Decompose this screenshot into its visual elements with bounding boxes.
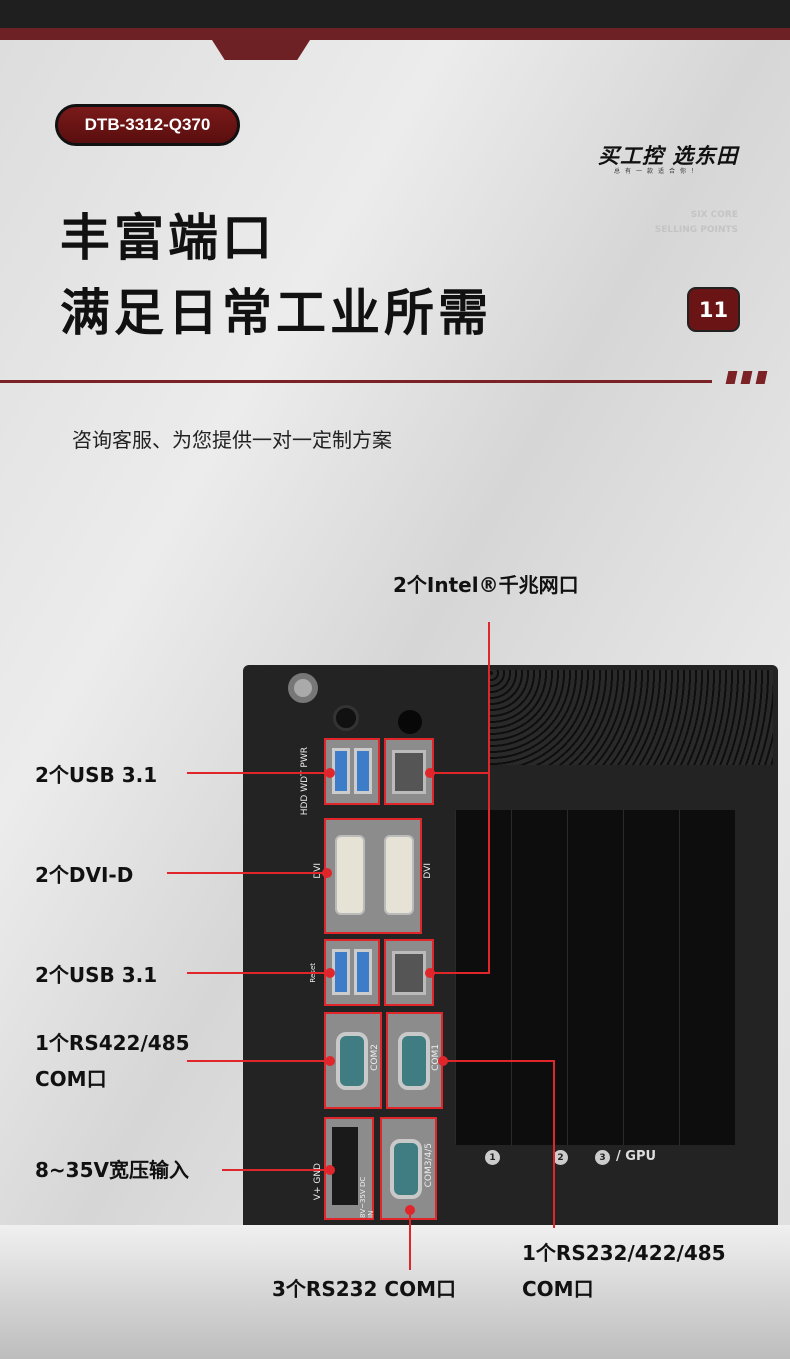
model-badge: DTB-3312-Q370: [55, 104, 240, 146]
six-core-text: SIX CORE SELLING POINTS: [620, 208, 738, 238]
callout-com1-line1: 1个RS232/422/485: [522, 1241, 726, 1265]
com345-label: COM3/4/5: [424, 1143, 434, 1188]
dvi-port: [335, 835, 365, 915]
callout-line: [167, 872, 327, 874]
callout-line: [443, 1060, 555, 1062]
callout-line: [187, 972, 330, 974]
callout-usb-top: 2个USB 3.1: [35, 763, 158, 787]
brand-tagline: 总有一款适合你！: [614, 168, 703, 175]
dc-in-label: 8V~35V DC IN: [359, 1176, 375, 1218]
callout-line: [222, 1169, 330, 1171]
slot-number: 2: [553, 1150, 568, 1165]
dvi-port-group: [324, 818, 422, 934]
callout-rs422-line1: 1个RS422/485: [35, 1031, 190, 1055]
callout-dot: [325, 768, 335, 778]
usb-port: [354, 949, 372, 995]
callout-dot: [325, 1165, 335, 1175]
divider-slash: [740, 371, 753, 384]
db9-connector: [390, 1139, 422, 1199]
top-bar: [0, 0, 790, 28]
brand-logo: 买工控 选东田: [598, 144, 739, 168]
callout-line: [187, 772, 330, 774]
com2-label: COM2: [370, 1044, 380, 1071]
usb-port: [354, 748, 372, 794]
callout-power: 8~35V宽压输入: [35, 1158, 189, 1182]
power-button-icon: [288, 673, 318, 703]
page-title-line1: 丰富端口: [60, 209, 276, 267]
section-number-badge: 11: [687, 287, 740, 332]
dc-power-terminal: 8V~35V DC IN: [324, 1117, 375, 1220]
usb-port-group-bottom: [324, 939, 380, 1006]
callout-line: [488, 774, 490, 974]
dvi-port: [384, 835, 414, 915]
callout-line: [430, 972, 490, 974]
callout-rs422-line2: COM口: [35, 1067, 107, 1091]
callout-line: [553, 1060, 555, 1228]
callout-dot: [425, 768, 435, 778]
callout-dot: [325, 968, 335, 978]
slot-number: 1: [485, 1150, 500, 1165]
slot-number: 3: [595, 1150, 610, 1165]
callout-line: [488, 622, 490, 774]
six-core-line1: SIX CORE: [690, 210, 738, 220]
callout-com1-line2: COM口: [522, 1277, 594, 1301]
slot: [567, 810, 623, 1145]
com1-port: COM1: [386, 1012, 443, 1109]
callout-dot: [325, 1056, 335, 1066]
callout-lan: 2个Intel®千兆网口: [393, 573, 579, 597]
callout-com345: 3个RS232 COM口: [272, 1277, 457, 1301]
terminal-block: [332, 1127, 358, 1205]
com345-port: COM3/4/5: [380, 1117, 437, 1220]
callout-usb-bottom: 2个USB 3.1: [35, 963, 158, 987]
product-image-rear-panel: 1 2 3 / GPU HDD WDT PWR DVI DVI Reset CO…: [243, 665, 778, 1225]
slot: [623, 810, 679, 1145]
callout-line: [430, 772, 490, 774]
slot: [455, 810, 511, 1145]
audio-jack-icon: [333, 705, 359, 731]
gpu-label: / GPU: [616, 1149, 657, 1164]
divider-slash: [755, 371, 768, 384]
divider: [0, 380, 712, 383]
expansion-slots: [455, 810, 735, 1145]
vent-grille: [488, 670, 773, 765]
callout-dot: [322, 868, 332, 878]
callout-dvi: 2个DVI-D: [35, 863, 134, 887]
led-labels: HDD WDT PWR: [300, 747, 310, 816]
subtitle: 咨询客服、为您提供一对一定制方案: [72, 428, 392, 452]
dvi-label: DVI: [423, 863, 433, 879]
page-title-line2: 满足日常工业所需: [60, 284, 492, 342]
antenna-hole: [398, 710, 422, 734]
lan-port-top: [384, 738, 434, 805]
callout-dot: [438, 1056, 448, 1066]
divider-slash: [725, 371, 738, 384]
db9-connector: [398, 1032, 430, 1090]
slot: [511, 810, 567, 1145]
slot: [679, 810, 735, 1145]
six-core-line2: SELLING POINTS: [654, 225, 738, 235]
callout-dot: [425, 968, 435, 978]
callout-line: [187, 1060, 330, 1062]
callout-dot: [405, 1205, 415, 1215]
callout-line: [409, 1210, 411, 1270]
header-tab-decoration: [212, 40, 310, 60]
rj45-port: [392, 951, 426, 995]
red-band: [0, 28, 790, 40]
rj45-port: [392, 750, 426, 794]
floor: [0, 1225, 790, 1359]
db9-connector: [336, 1032, 368, 1090]
